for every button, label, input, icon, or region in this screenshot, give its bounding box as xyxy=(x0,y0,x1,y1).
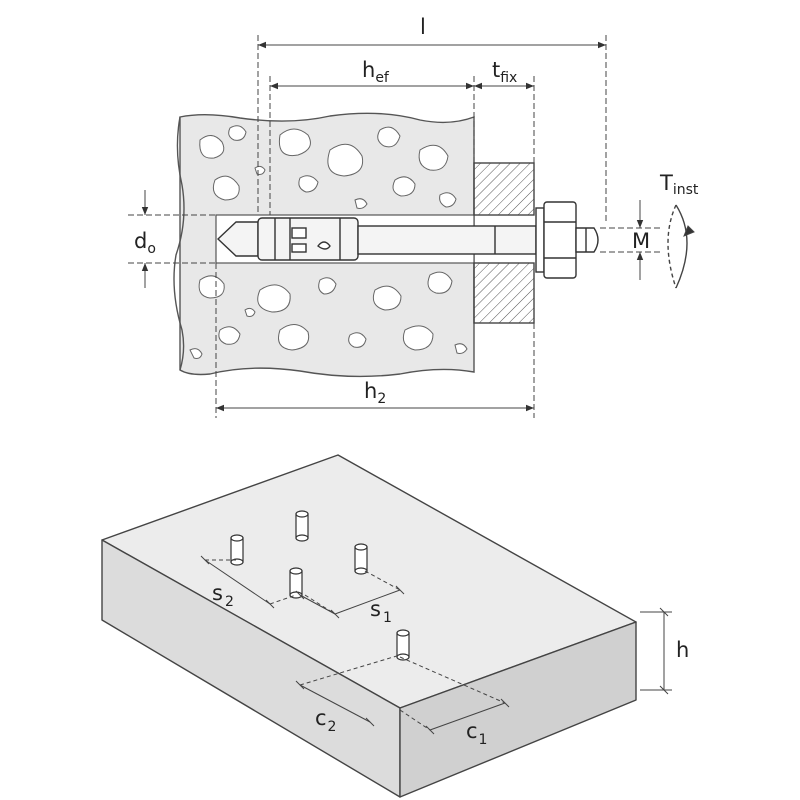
label-M: M xyxy=(632,229,650,253)
label-c1: c1 xyxy=(466,719,487,748)
anchor-pin xyxy=(354,543,368,575)
slab-dimensions xyxy=(204,559,672,731)
concrete-slab xyxy=(101,454,637,798)
fixture-plate xyxy=(473,162,535,324)
threaded-rod xyxy=(357,225,537,255)
anchor-bolt xyxy=(216,201,599,279)
slab-ticks xyxy=(200,555,669,735)
anchor-pin xyxy=(230,534,244,566)
torque-arrow xyxy=(675,204,688,289)
label-l: l xyxy=(420,15,426,39)
label-hef: hef xyxy=(362,58,390,86)
labels-top: l hef tfix do h2 M Tinst xyxy=(134,15,699,407)
anchor-pin xyxy=(295,510,309,542)
hex-nut xyxy=(543,201,577,279)
label-h: h xyxy=(676,638,689,662)
label-c2: c2 xyxy=(315,706,336,735)
concrete-break-line xyxy=(173,116,185,371)
slab-right-face xyxy=(399,621,637,798)
label-do: do xyxy=(134,229,156,257)
anchor-pin xyxy=(396,629,410,661)
dimension-lines-top xyxy=(128,35,695,418)
anchor-pins xyxy=(230,510,410,661)
label-tfix: tfix xyxy=(492,58,517,86)
aggregate-stones xyxy=(189,125,468,359)
expansion-sleeve xyxy=(257,217,359,261)
label-tinst: Tinst xyxy=(659,171,699,198)
anchor-pin xyxy=(289,567,303,599)
label-h2: h2 xyxy=(364,379,386,407)
rod-end xyxy=(575,227,599,253)
washer xyxy=(535,207,545,273)
cone-tip xyxy=(216,221,259,257)
